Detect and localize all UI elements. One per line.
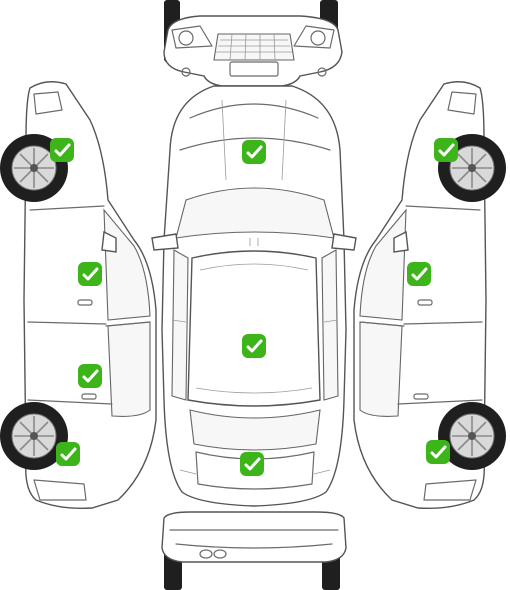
check-trunk-icon[interactable] <box>240 452 264 476</box>
check-badge <box>242 140 266 164</box>
checkmark-glyph <box>246 145 263 159</box>
exhaust-right <box>213 549 227 559</box>
rear-bumper <box>161 511 347 563</box>
check-badge <box>78 262 102 286</box>
check-badge <box>78 364 102 388</box>
checkmark-glyph <box>438 143 455 157</box>
front-grille <box>213 33 295 61</box>
windshield <box>175 187 335 239</box>
rear-view <box>161 511 347 590</box>
rear-window <box>189 409 321 451</box>
checkmark-glyph <box>411 267 428 281</box>
check-badge <box>407 262 431 286</box>
roof <box>187 250 321 407</box>
check-badge <box>426 440 450 464</box>
front-view <box>163 0 343 87</box>
check-badge <box>242 334 266 358</box>
check-badge <box>434 138 458 162</box>
check-front-left-wheel-icon[interactable] <box>50 138 74 162</box>
check-front-right-wheel-icon[interactable] <box>434 138 458 162</box>
right-side-mirror <box>393 230 409 253</box>
check-left-front-door-icon[interactable] <box>78 262 102 286</box>
check-left-rear-door-icon[interactable] <box>78 364 102 388</box>
check-roof-icon[interactable] <box>242 334 266 358</box>
checkmark-glyph <box>60 447 77 461</box>
front-left-fog-light <box>178 30 194 46</box>
right-side-view <box>353 81 506 510</box>
check-hood-icon[interactable] <box>242 140 266 164</box>
right-mirror <box>331 233 357 251</box>
top-view <box>151 85 357 507</box>
check-badge <box>56 442 80 466</box>
right-rear-wheel <box>438 402 506 470</box>
left-side-view <box>0 81 157 510</box>
checkmark-glyph <box>82 267 99 281</box>
exhaust-left <box>199 549 213 559</box>
trunk-lid <box>195 451 315 490</box>
check-marks <box>50 138 458 476</box>
checkmark-glyph <box>244 457 261 471</box>
check-rear-left-wheel-icon[interactable] <box>56 442 80 466</box>
checkmark-glyph <box>54 143 71 157</box>
front-right-fog-light <box>310 30 326 46</box>
front-plate <box>229 61 279 77</box>
left-mirror <box>151 233 179 251</box>
check-badge <box>50 138 74 162</box>
check-badge <box>240 452 264 476</box>
check-right-front-door-icon[interactable] <box>407 262 431 286</box>
check-rear-right-wheel-icon[interactable] <box>426 440 450 464</box>
checkmark-glyph <box>82 369 99 383</box>
checkmark-glyph <box>246 339 263 353</box>
checkmark-glyph <box>430 445 447 459</box>
left-rear-wheel <box>0 402 68 470</box>
left-side-mirror <box>101 230 117 253</box>
